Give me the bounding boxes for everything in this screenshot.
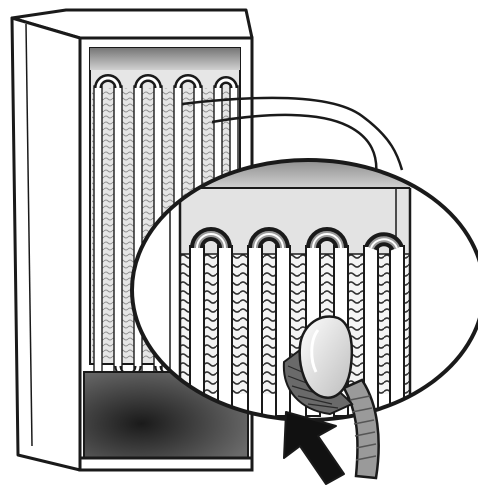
up-arrow-icon bbox=[283, 411, 345, 485]
cleaning-brush-icon bbox=[282, 315, 380, 480]
magnifier-callout bbox=[130, 158, 478, 422]
callout-connector bbox=[181, 96, 404, 177]
cabinet-side bbox=[10, 16, 82, 472]
